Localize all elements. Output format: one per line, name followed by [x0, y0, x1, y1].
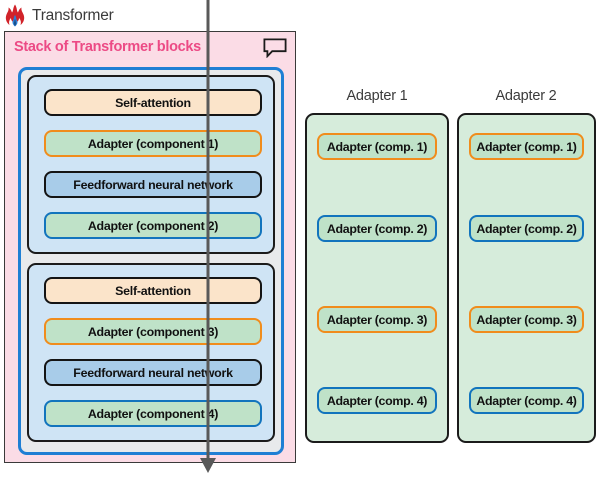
- adapter-component-3: Adapter (component 3): [44, 318, 262, 345]
- panel-2-adapter-comp-1: Adapter (comp. 1): [469, 133, 584, 160]
- speech-bubble-icon: [263, 38, 287, 58]
- adapter-component-1: Adapter (component 1): [44, 130, 262, 157]
- transformer-stack-outline: Self-attention Adapter (component 1) Fee…: [18, 67, 284, 455]
- adapter-component-4: Adapter (component 4): [44, 400, 262, 427]
- flame-logo-icon: [5, 4, 25, 27]
- adapter-panel-2-title: Adapter 2: [495, 88, 557, 104]
- self-attention-block-2: Self-attention: [44, 277, 262, 304]
- feedforward-block-1: Feedforward neural network: [44, 171, 262, 198]
- panel-2-adapter-comp-3: Adapter (comp. 3): [469, 306, 584, 333]
- self-attention-block-1: Self-attention: [44, 89, 262, 116]
- header: Transformer: [4, 2, 114, 30]
- feedforward-block-2: Feedforward neural network: [44, 359, 262, 386]
- stack-title: Stack of Transformer blocks: [14, 39, 201, 55]
- panel-2-adapter-comp-2: Adapter (comp. 2): [469, 215, 584, 242]
- adapter-panel-2: Adapter (comp. 1) Adapter (comp. 2) Adap…: [457, 113, 596, 443]
- panel-1-adapter-comp-2: Adapter (comp. 2): [317, 215, 437, 242]
- transformer-block-2: Self-attention Adapter (component 3) Fee…: [27, 263, 275, 442]
- stack-of-transformer-blocks-container: Stack of Transformer blocks Self-attenti…: [4, 31, 296, 463]
- panel-1-adapter-comp-1: Adapter (comp. 1): [317, 133, 437, 160]
- panel-1-adapter-comp-3: Adapter (comp. 3): [317, 306, 437, 333]
- adapter-panel-1-title: Adapter 1: [346, 88, 408, 104]
- page-title: Transformer: [32, 7, 114, 24]
- panel-1-adapter-comp-4: Adapter (comp. 4): [317, 387, 437, 414]
- adapter-panel-1: Adapter (comp. 1) Adapter (comp. 2) Adap…: [305, 113, 449, 443]
- transformer-block-1: Self-attention Adapter (component 1) Fee…: [27, 75, 275, 254]
- panel-2-adapter-comp-4: Adapter (comp. 4): [469, 387, 584, 414]
- adapter-component-2: Adapter (component 2): [44, 212, 262, 239]
